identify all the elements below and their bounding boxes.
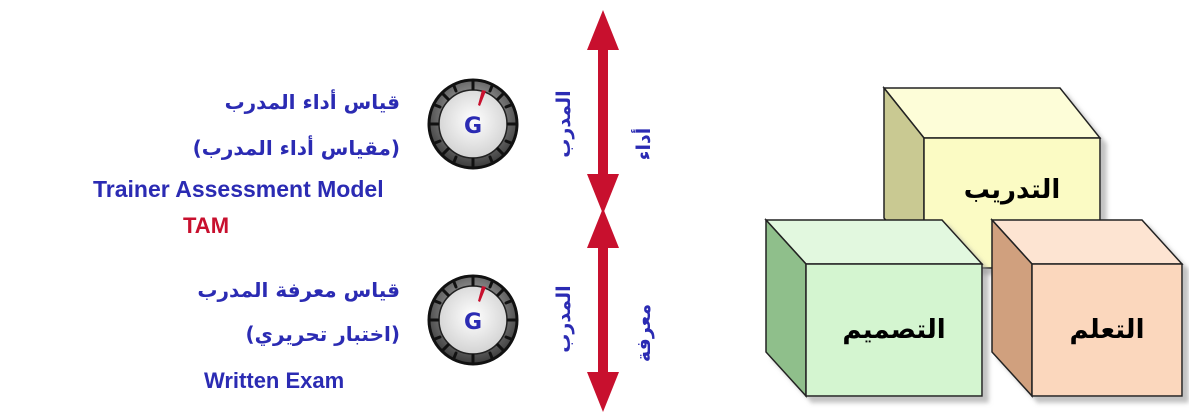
bottom-title-line1: قياس معرفة المدرب <box>197 278 400 302</box>
top-acronym: TAM <box>183 213 230 238</box>
learning-cube-label: التعلم <box>1070 315 1145 345</box>
bottom-title-line2: (اختبار تحريري) <box>245 322 400 346</box>
top-english-title: Trainer Assessment Model <box>93 176 384 202</box>
top-vertical-dimension-label: أداء <box>633 127 655 161</box>
bottom-gauge-letter: G <box>464 310 482 335</box>
top-vertical-trainer-label: المدرب <box>553 90 575 158</box>
bottom-vertical-trainer-label: المدرب <box>553 285 575 353</box>
top-gauge-letter: G <box>464 114 482 139</box>
top-title-line1: قياس أداء المدرب <box>224 90 400 114</box>
design-cube: التصميم <box>764 218 984 398</box>
bottom-gauge-icon: G <box>427 274 519 366</box>
design-cube-label: التصميم <box>842 315 945 345</box>
cubes-diagram: التدريب التصميم التعلم <box>764 85 1184 398</box>
top-gauge-icon: G <box>427 78 519 170</box>
performance-double-arrow-icon <box>587 10 619 214</box>
learning-cube: التعلم <box>990 218 1184 398</box>
bottom-english-title: Written Exam <box>204 368 345 393</box>
top-title-line2: (مقياس أداء المدرب) <box>192 136 400 160</box>
bottom-vertical-dimension-label: معرفة <box>633 303 655 363</box>
knowledge-double-arrow-icon <box>587 208 619 412</box>
training-cube-label: التدريب <box>964 175 1061 205</box>
